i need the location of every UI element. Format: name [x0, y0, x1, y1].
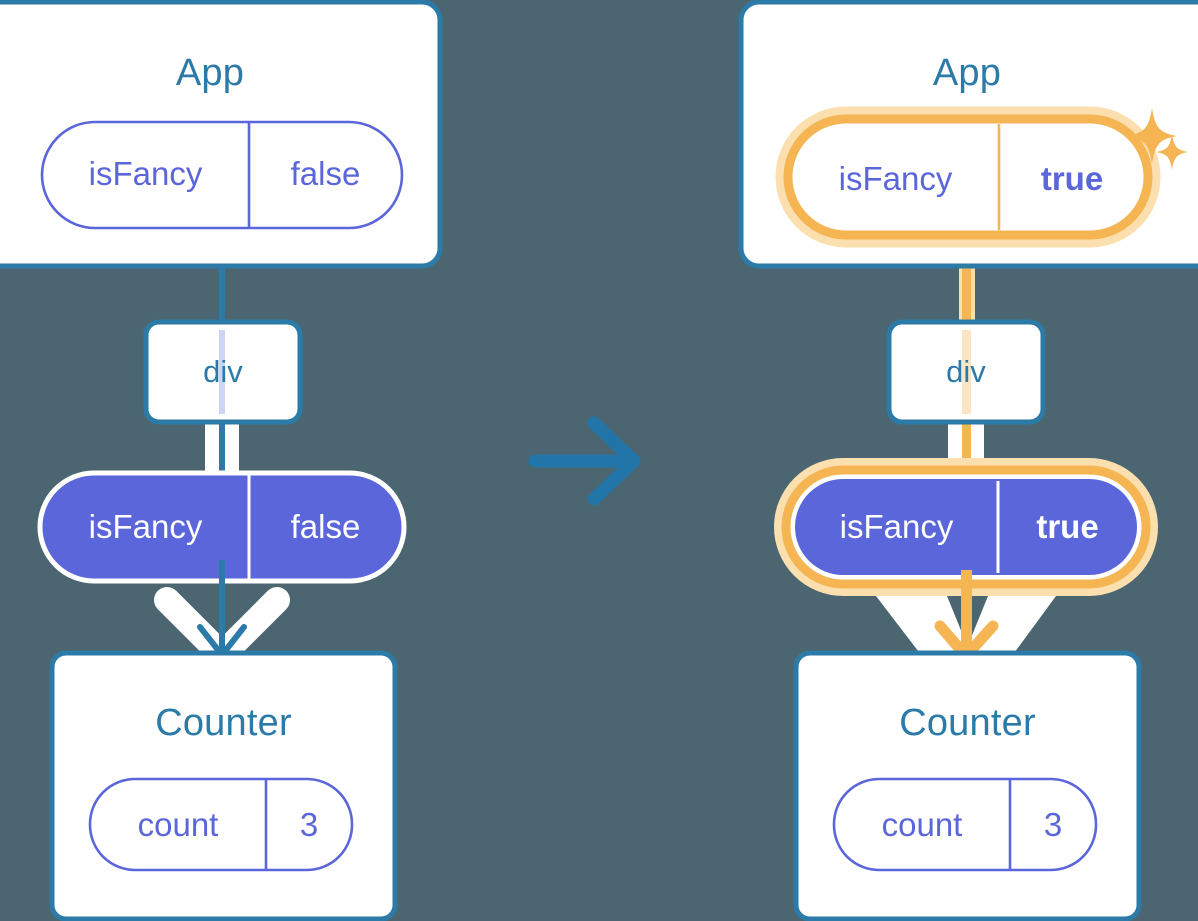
right-connector-div-to-pill — [962, 418, 971, 488]
right-connector-app-to-div — [962, 228, 971, 328]
left-app-state-pill — [40, 120, 404, 230]
left-counter-state-pill — [88, 777, 354, 872]
right-app-sparkles — [1127, 108, 1188, 170]
right-prop-pill — [774, 458, 1158, 596]
left-div-box — [143, 319, 303, 425]
right-app-state-pill — [775, 106, 1161, 248]
sparkle-small — [1156, 134, 1188, 170]
sparkle-large — [1127, 108, 1177, 164]
left-connector-div-to-pill — [219, 418, 225, 488]
transition-arrow-right-icon — [528, 416, 641, 506]
right-counter-state-pill — [832, 777, 1098, 872]
left-connector-app-to-div — [219, 260, 225, 326]
right-div-box — [886, 319, 1046, 425]
